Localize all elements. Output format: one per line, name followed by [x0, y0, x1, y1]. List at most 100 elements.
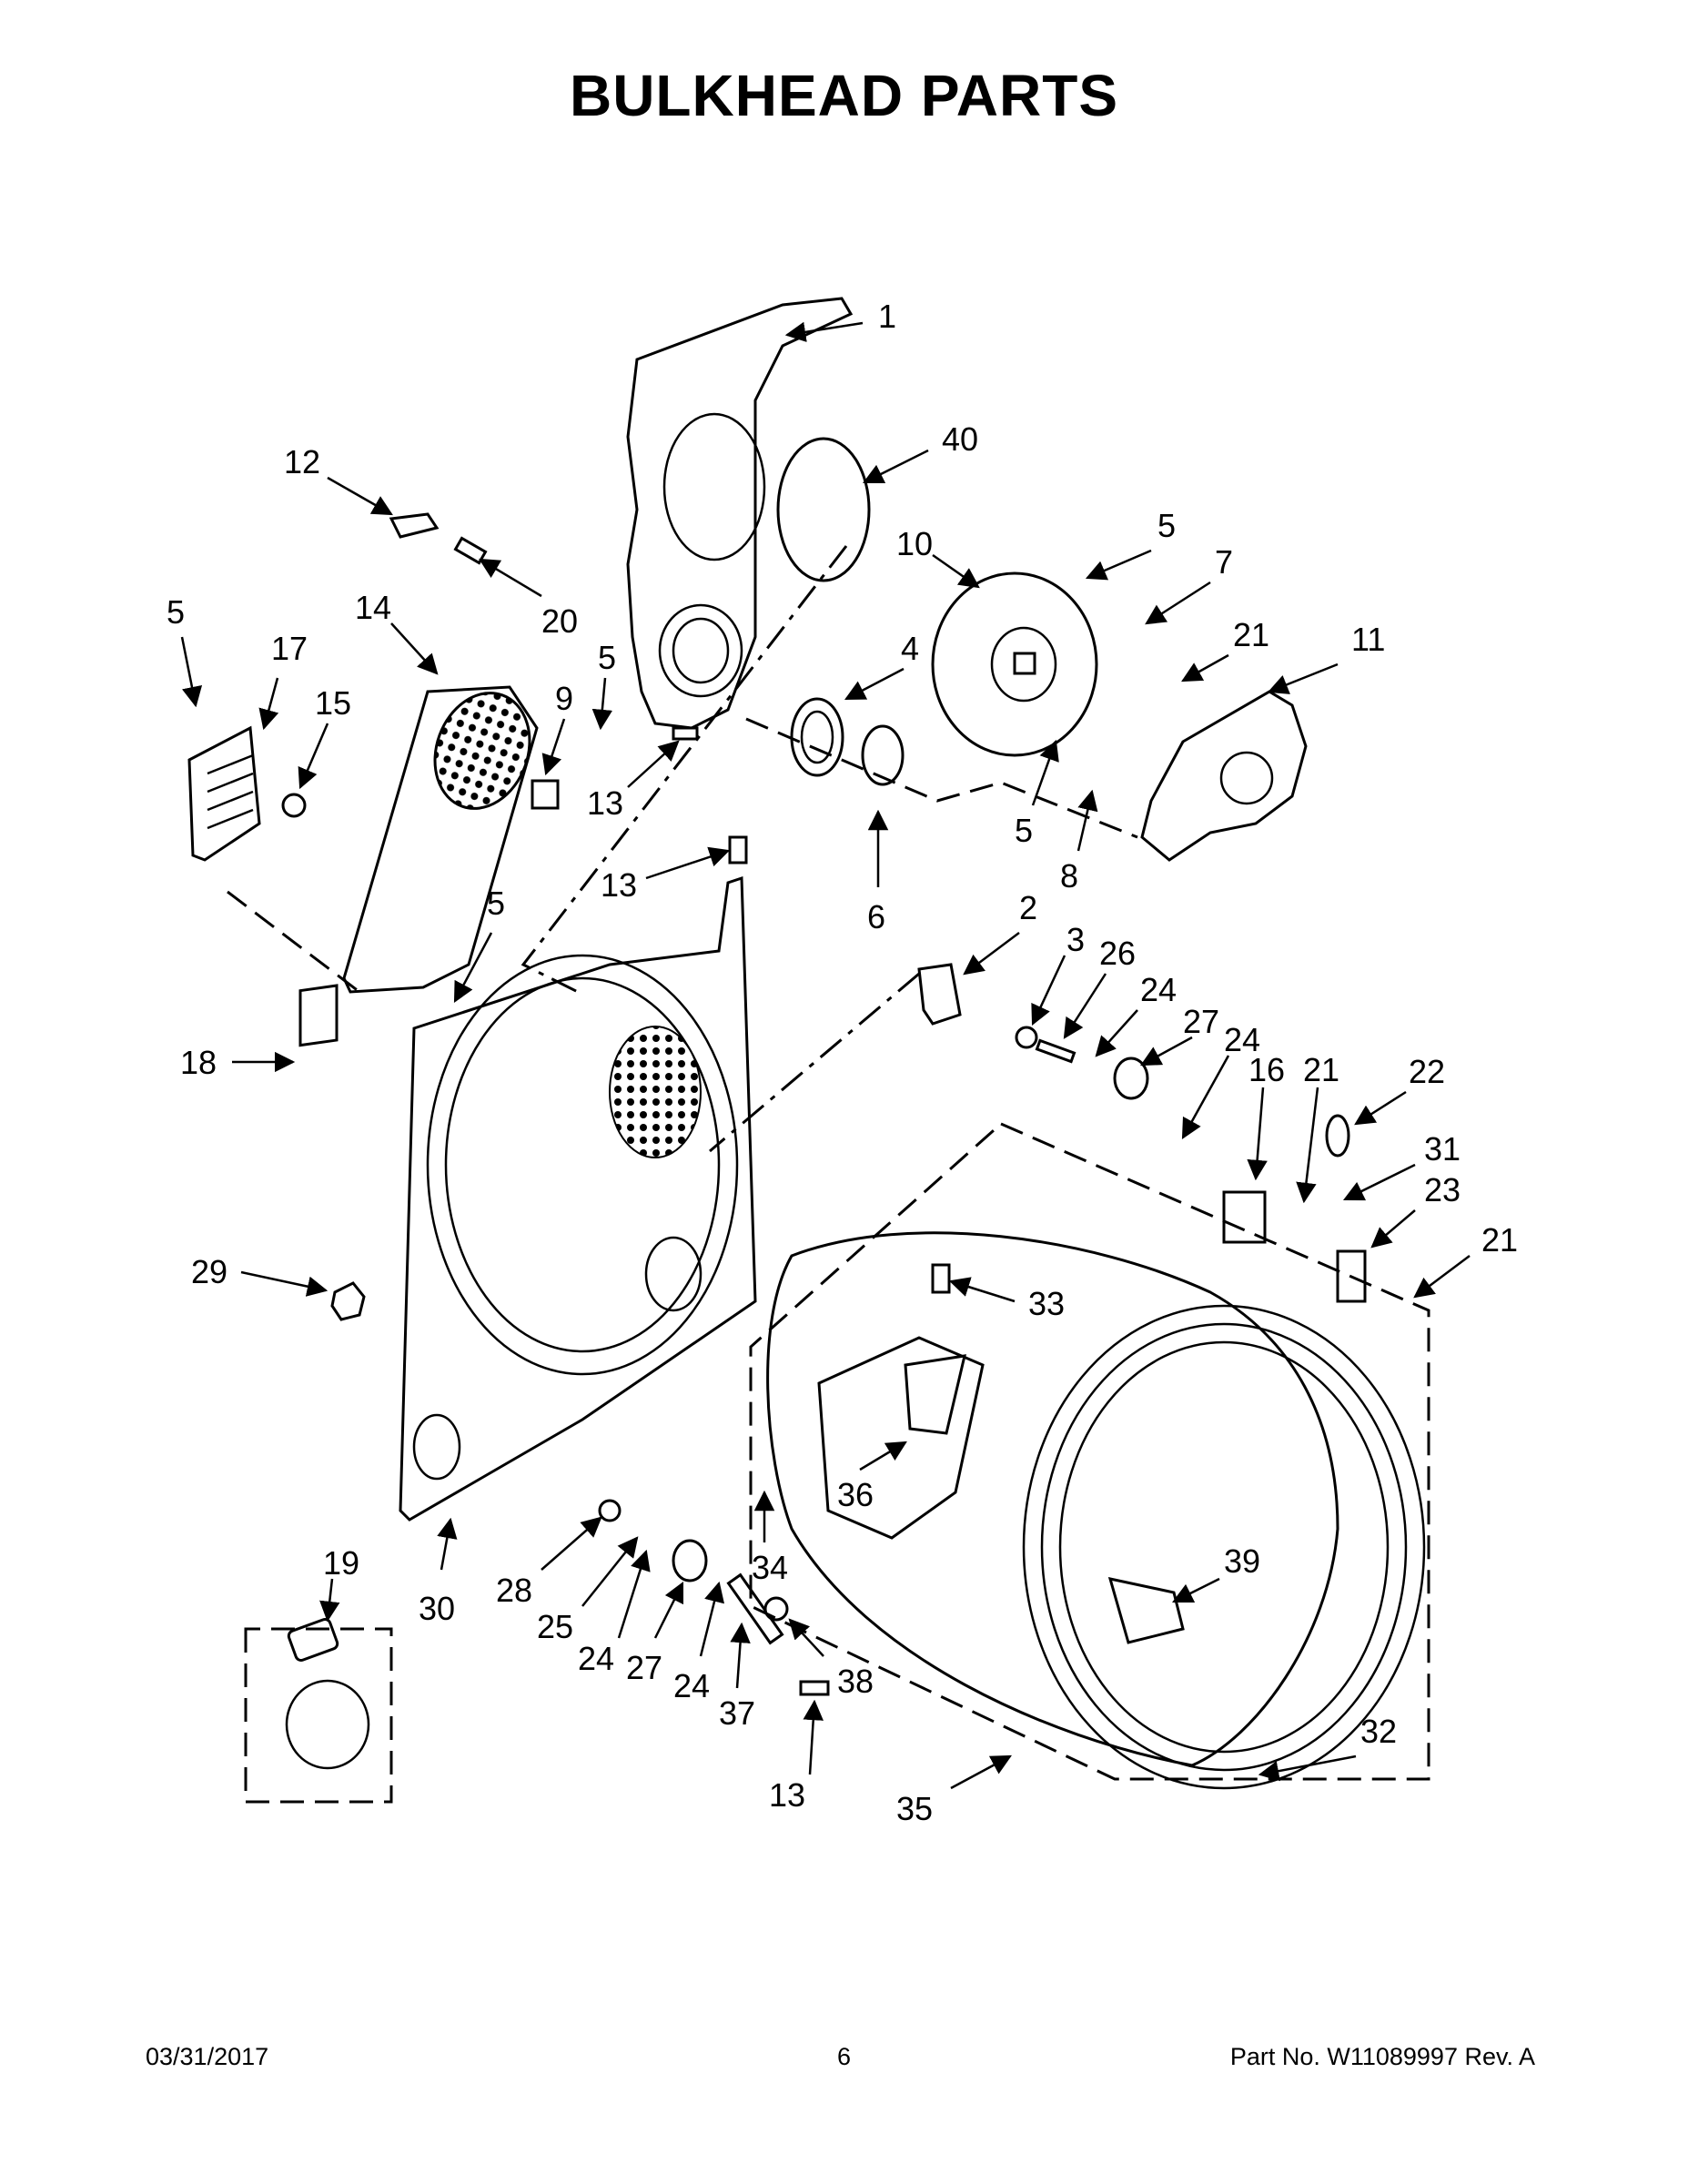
- drum-part: [766, 1231, 1426, 1790]
- leader-31: [1342, 1163, 1416, 1201]
- leader-23: [1370, 1209, 1416, 1249]
- leader-11: [1267, 662, 1339, 694]
- leader-39: [1171, 1577, 1220, 1603]
- bracket-23: [1336, 1249, 1367, 1303]
- baffle-part: [1107, 1577, 1185, 1644]
- callout-39: 39: [1224, 1542, 1260, 1580]
- leader-22: [1354, 1090, 1407, 1126]
- blower-wheel-part: [931, 571, 1098, 757]
- leader-8: [1076, 789, 1098, 852]
- lint-duct-part: [342, 685, 539, 994]
- leader-9: [541, 718, 566, 776]
- leader-13b: [645, 846, 731, 880]
- screw-33: [931, 1263, 951, 1294]
- label-part: [298, 984, 339, 1047]
- bulb-22: [1325, 1114, 1350, 1158]
- leader-24d: [699, 1581, 725, 1657]
- callout-33: 33: [1028, 1285, 1065, 1322]
- front-bulkhead-part: [399, 875, 757, 1522]
- block-16: [1222, 1190, 1267, 1244]
- leader-33: [948, 1277, 1016, 1303]
- pad-part: [917, 963, 962, 1026]
- screw-13a: [672, 726, 699, 741]
- leader-36: [859, 1441, 907, 1471]
- callout-13a: 13: [587, 784, 623, 822]
- callout-21a: 21: [1233, 616, 1269, 653]
- screw-13c: [799, 1680, 830, 1696]
- leader-24a: [1095, 1009, 1138, 1057]
- callout-34: 34: [752, 1549, 788, 1586]
- heater-support-part: [187, 725, 261, 862]
- blower-cover-part: [1140, 690, 1308, 862]
- callout-24a: 24: [1140, 971, 1177, 1008]
- dashed-leader-drum: [749, 1122, 1430, 1781]
- washer-38: [763, 1596, 789, 1622]
- axle-26: [1035, 1038, 1076, 1064]
- latch-part: [389, 512, 440, 539]
- leader-10: [932, 553, 980, 589]
- callout-23: 23: [1424, 1171, 1461, 1208]
- callout-9: 9: [555, 680, 573, 717]
- leader-5b: [591, 677, 613, 731]
- leader-5d: [1031, 739, 1059, 806]
- callout-21b: 21: [1303, 1051, 1339, 1088]
- callout-6: 6: [867, 898, 885, 935]
- callout-27b: 27: [626, 1649, 662, 1686]
- callout-8: 8: [1060, 857, 1078, 895]
- callout-4: 4: [901, 630, 919, 667]
- callout-5b: 5: [598, 639, 616, 676]
- callout-38: 38: [837, 1663, 874, 1700]
- leader-40: [862, 449, 929, 484]
- washer-3: [1015, 1026, 1038, 1049]
- callout-30: 30: [419, 1590, 455, 1627]
- callout-3: 3: [1066, 921, 1085, 958]
- page-title: BULKHEAD PARTS: [569, 63, 1119, 128]
- callout-37: 37: [719, 1694, 755, 1732]
- leader-38: [788, 1618, 824, 1657]
- callout-29: 29: [191, 1253, 227, 1290]
- leader-7: [1145, 581, 1211, 625]
- leader-5e: [453, 932, 493, 1003]
- leader-17: [258, 677, 279, 731]
- callout-5d: 5: [1015, 812, 1033, 849]
- callout-15: 15: [315, 684, 351, 722]
- bearing-seal-inner: [800, 710, 834, 764]
- leader-28: [541, 1516, 602, 1571]
- callout-14: 14: [355, 589, 391, 626]
- blower-seal-part: [776, 437, 871, 582]
- leader-35: [950, 1754, 1012, 1790]
- leader-13c: [803, 1699, 824, 1775]
- callout-24b: 24: [1224, 1021, 1260, 1058]
- callout-22: 22: [1409, 1053, 1445, 1090]
- leader-25: [581, 1536, 639, 1607]
- leader-24b: [1181, 1055, 1230, 1139]
- callout-31: 31: [1424, 1130, 1461, 1168]
- bracket-part: [531, 779, 560, 810]
- bearing-seal-part: [790, 697, 844, 777]
- leader-21b: [1296, 1087, 1319, 1204]
- blower-housing-part: [626, 297, 854, 730]
- nut-part: [330, 1281, 366, 1321]
- leader-5a: [180, 636, 203, 708]
- roller-27: [1113, 1057, 1149, 1100]
- footer-date: 03/31/2017: [146, 2043, 269, 2070]
- callout-25: 25: [537, 1608, 573, 1645]
- leader-14: [390, 622, 439, 675]
- leader-26: [1063, 973, 1107, 1039]
- leader-12: [327, 476, 393, 516]
- bearing-part: [861, 724, 905, 786]
- callout-2: 2: [1019, 889, 1037, 926]
- roller-27-lower: [672, 1539, 708, 1582]
- callout-19: 19: [323, 1544, 359, 1582]
- callout-10: 10: [896, 525, 933, 562]
- leader-30: [437, 1517, 458, 1571]
- callout-5e: 5: [487, 885, 505, 922]
- callout-16: 16: [1248, 1051, 1285, 1088]
- callout-11: 11: [1351, 621, 1385, 658]
- footer-page-number: 6: [836, 2043, 852, 2070]
- leader-13a: [627, 740, 680, 788]
- leader-21c: [1413, 1255, 1471, 1299]
- leader-16: [1247, 1087, 1268, 1181]
- leader-4: [844, 667, 905, 701]
- leader-32: [1258, 1754, 1357, 1782]
